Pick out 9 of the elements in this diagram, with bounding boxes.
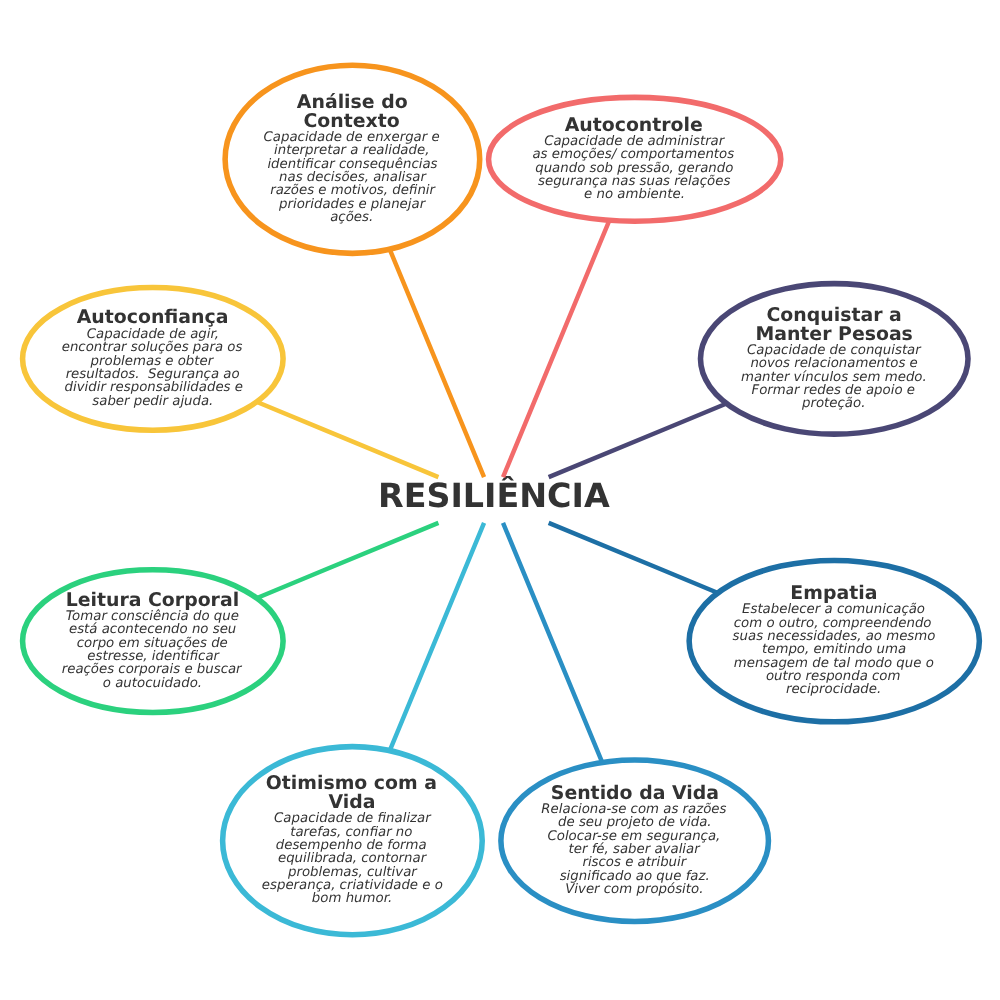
node-text: RESILIÊNCIA [377, 477, 609, 516]
connector [546, 520, 718, 595]
connector [386, 248, 486, 478]
connector [499, 522, 604, 763]
connector [255, 520, 439, 600]
connector [386, 522, 486, 752]
connector [499, 219, 611, 478]
connector [255, 399, 439, 480]
connector [546, 401, 727, 480]
